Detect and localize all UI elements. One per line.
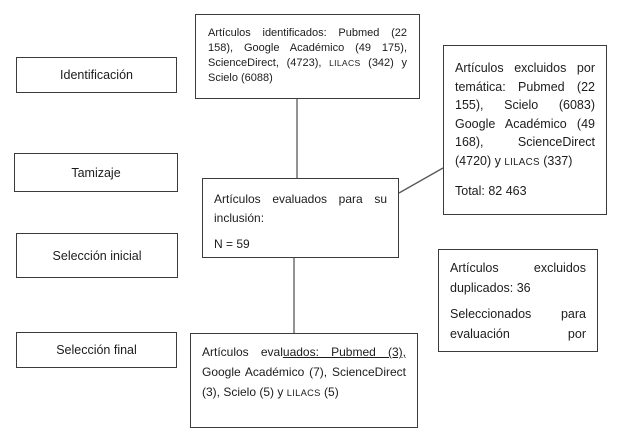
- stage-label-text: Selección inicial: [52, 248, 142, 263]
- evaluated-inclusion-text: Artículos evaluados para su inclusión:: [214, 192, 387, 225]
- stage-label-seleccion-inicial: Selección inicial: [16, 233, 178, 278]
- stage-label-text: Tamizaje: [71, 165, 121, 180]
- lilacs-label: LILACS: [504, 156, 540, 168]
- stage-label-text: Selección final: [56, 343, 137, 357]
- evaluated-for-inclusion-box: Artículos evaluados para su inclusión: N…: [202, 178, 399, 258]
- lilacs-label: LILACS: [286, 388, 321, 398]
- identified-articles-text: Artículos identificados: Pubmed (22 158)…: [208, 27, 407, 84]
- stage-label-seleccion-final: Selección final: [16, 332, 177, 368]
- excluded-duplicates-text: Artículos excluidos duplicados: 36: [450, 261, 586, 295]
- excluded-total-text: Total: 82 463: [455, 184, 527, 198]
- sample-size-text: N = 59: [214, 237, 250, 251]
- final-evaluated-articles-box: Artículos evaluados: Pubmed (3), Google …: [190, 333, 418, 428]
- excluded-duplicates-box: Artículos excluidos duplicados: 36 Selec…: [438, 249, 598, 352]
- final-evaluated-text: Artículos evaluados: Pubmed (3), Google …: [202, 345, 406, 399]
- lilacs-label: LILACS: [329, 58, 361, 68]
- stage-label-text: Identificación: [60, 68, 133, 82]
- excluded-by-theme-box: Artículos excluidos por temática: Pubmed…: [443, 45, 607, 215]
- stage-label-identificacion: Identificación: [16, 57, 177, 93]
- excluded-by-theme-text: Artículos excluidos por temática: Pubmed…: [455, 61, 595, 168]
- connector-evaluated-to-excluded: [398, 167, 444, 194]
- identified-articles-box: Artículos identificados: Pubmed (22 158)…: [195, 14, 420, 99]
- stage-label-tamizaje: Tamizaje: [14, 153, 178, 192]
- underlined-text: uados: Pubmed (3),: [282, 345, 406, 359]
- selected-for-evaluation-text: Seleccionados para evaluación por: [450, 307, 586, 341]
